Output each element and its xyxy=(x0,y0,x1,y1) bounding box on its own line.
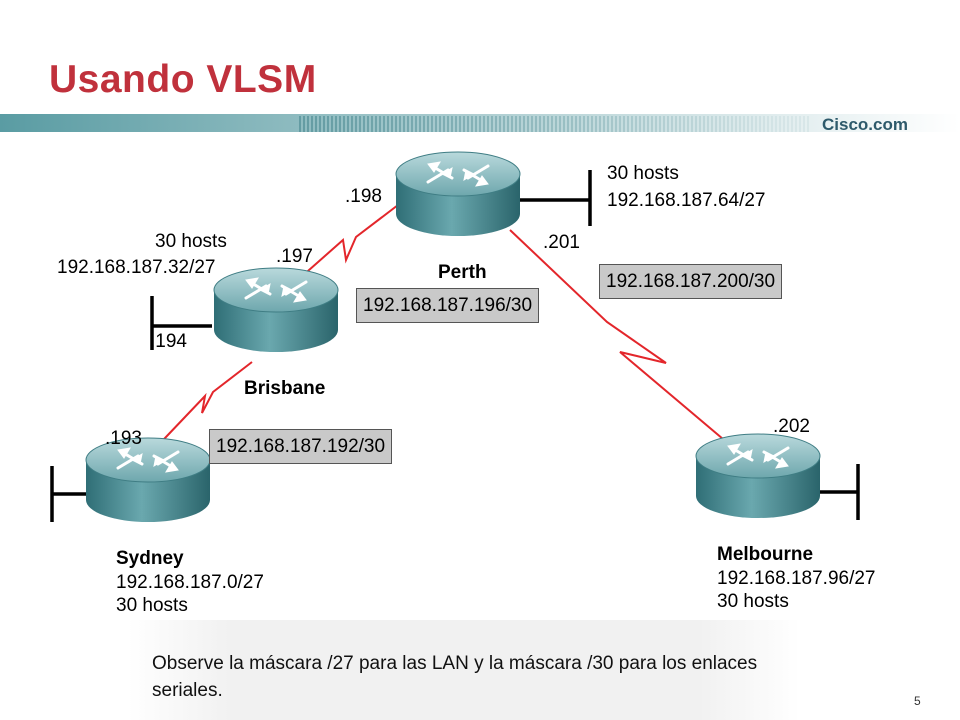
brisbane-lan-network: 192.168.187.32/27 xyxy=(57,257,216,278)
brisbane-router-icon xyxy=(212,266,340,354)
link-label-brisbane-sydney: 192.168.187.192/30 xyxy=(209,429,393,464)
perth-lan-hosts: 30 hosts xyxy=(607,163,679,184)
sydney-router-icon xyxy=(84,436,212,524)
brisbane-if-lan: .194 xyxy=(150,331,187,352)
link-label-perth-brisbane: 192.168.187.196/30 xyxy=(356,288,540,323)
cisco-logo: Cisco.com xyxy=(822,115,908,134)
link-perth-melbourne xyxy=(509,229,737,451)
perth-if-right: .201 xyxy=(543,232,580,253)
brisbane-if-top: .197 xyxy=(276,246,313,267)
lan-segments xyxy=(50,170,860,522)
perth-router-label: Perth xyxy=(438,262,487,283)
page-title: Usando VLSM xyxy=(49,58,317,101)
link-label-perth-melbourne: 192.168.187.200/30 xyxy=(599,264,783,299)
perth-router-icon xyxy=(394,150,522,238)
serial-links xyxy=(145,204,737,459)
sydney-if-top: .193 xyxy=(105,428,142,449)
perth-if-left: .198 xyxy=(345,186,382,207)
brisbane-router-label: Brisbane xyxy=(244,378,326,399)
melbourne-if-top: .202 xyxy=(773,416,810,437)
sydney-lan-network: 192.168.187.0/27 xyxy=(116,572,264,593)
brisbane-lan-hosts: 30 hosts xyxy=(155,231,227,252)
header-banner xyxy=(0,114,960,132)
link-perth-brisbane xyxy=(299,204,399,279)
perth-lan-network: 192.168.187.64/27 xyxy=(607,190,766,211)
link-brisbane-sydney xyxy=(145,361,253,459)
sydney-lan-hosts: 30 hosts xyxy=(116,595,188,616)
caption-background xyxy=(128,620,800,720)
page-number: 5 xyxy=(914,694,921,708)
melbourne-router-label: Melbourne xyxy=(717,544,814,565)
footer-caption: Observe la máscara /27 para las LAN y la… xyxy=(152,653,758,701)
melbourne-lan-hosts: 30 hosts xyxy=(717,591,789,612)
melbourne-router-icon xyxy=(694,432,822,520)
sydney-router-label: Sydney xyxy=(116,548,184,569)
melbourne-lan-network: 192.168.187.96/27 xyxy=(717,568,876,589)
